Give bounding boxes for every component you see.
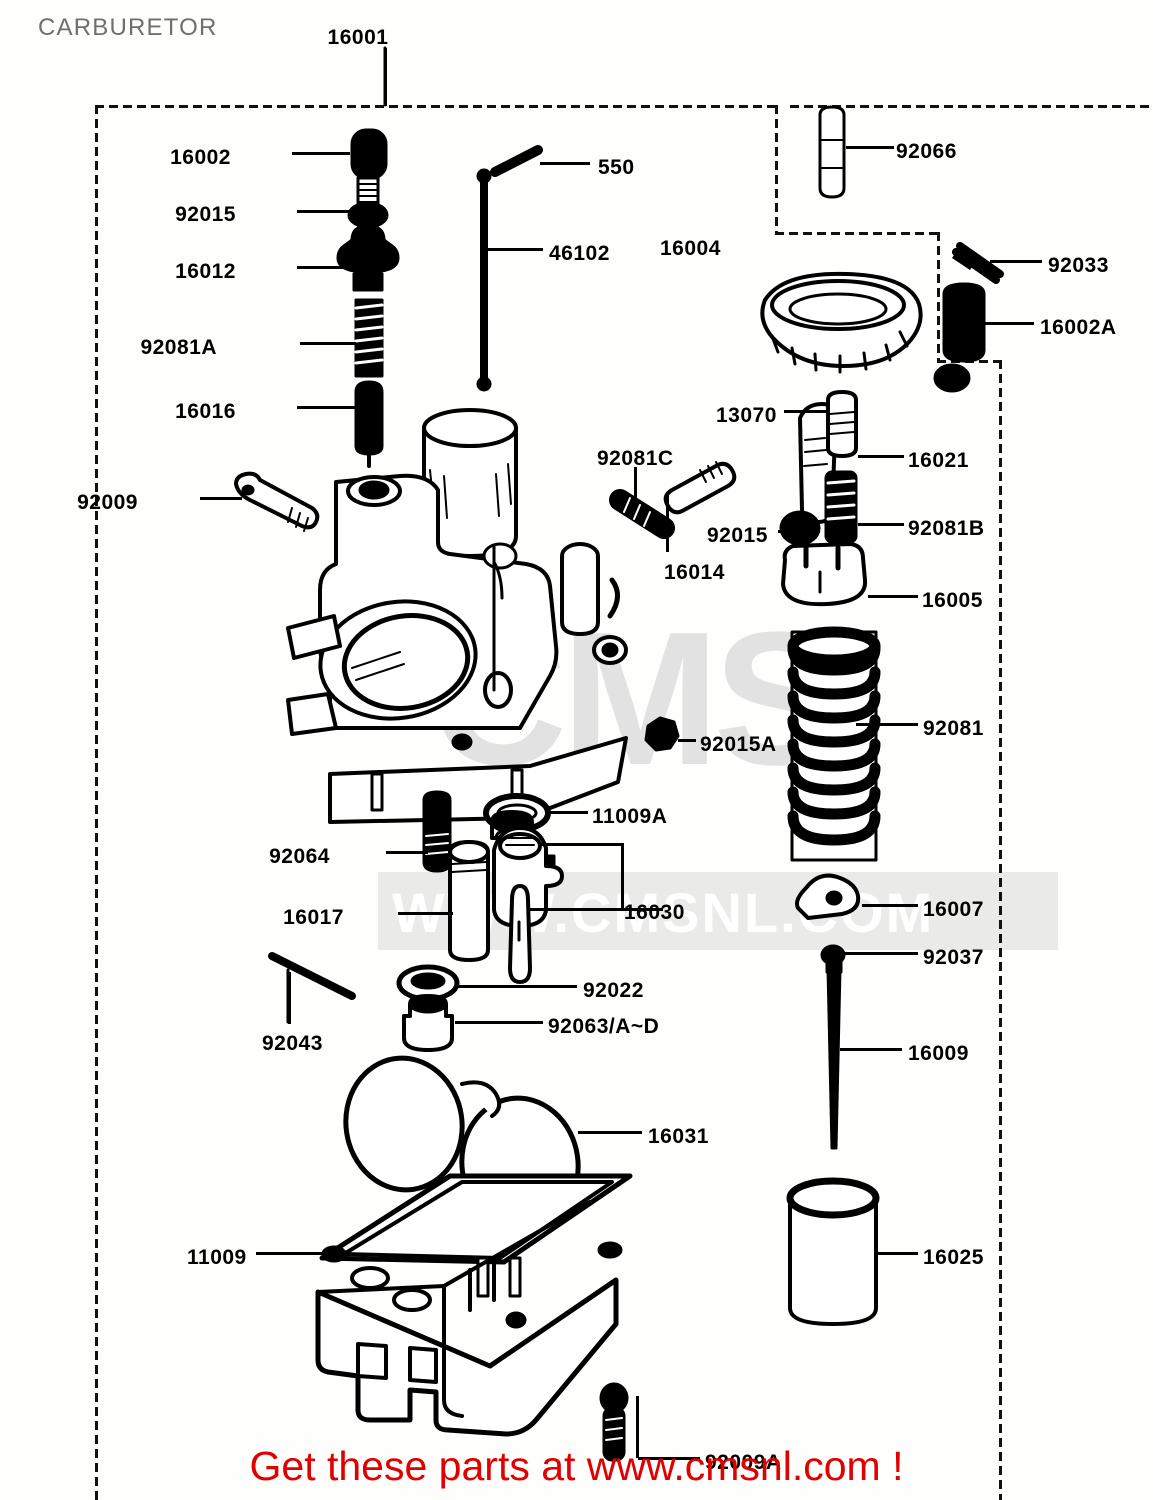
frame-left (95, 105, 98, 1500)
leader-92066 (846, 146, 894, 149)
leader-16030-v (621, 843, 624, 911)
part-label-92043: 92043 (262, 1032, 323, 1055)
leader-16007 (862, 904, 918, 907)
leader-92015mid (778, 530, 820, 533)
leader-16021 (858, 455, 904, 458)
part-label-92081B: 92081B (908, 517, 985, 540)
leader-16030-h1 (540, 843, 624, 846)
leader-92063 (455, 1021, 543, 1024)
promo-banner: Get these parts at www.cmsnl.com ! (249, 1443, 904, 1489)
frame-step-v2 (937, 232, 940, 362)
part-label-92064: 92064 (269, 845, 330, 868)
leader-16014-v (666, 494, 669, 552)
leader-92009A-v (636, 1396, 639, 1458)
part-label-16012: 16012 (175, 260, 236, 283)
leader-92081C-v (634, 467, 637, 505)
part-label-92009A: 92009A (705, 1451, 782, 1474)
leader-92015A (678, 739, 696, 742)
part-label-92081C: 92081C (597, 447, 674, 470)
page-title: CARBURETOR (38, 14, 218, 41)
part-label-11009A: 11009A (592, 805, 668, 828)
part-label-92009: 92009 (77, 491, 138, 514)
part-label-16005: 16005 (922, 589, 983, 612)
part-label-16016: 16016 (175, 400, 236, 423)
part-label-16025: 16025 (923, 1246, 984, 1269)
part-label-550: 550 (598, 156, 635, 179)
leader-550 (540, 162, 590, 165)
part-label-92066: 92066 (896, 140, 957, 163)
part-label-16001: 16001 (327, 26, 389, 49)
leader-16005 (868, 595, 918, 598)
part-label-92081A: 92081A (140, 336, 217, 359)
part-label-16017: 16017 (283, 906, 344, 929)
leader-46102 (485, 248, 543, 251)
part-label-16004: 16004 (660, 237, 721, 260)
leader-92009A (638, 1457, 700, 1460)
leader-16017 (398, 912, 453, 915)
part-label-92081: 92081 (923, 717, 984, 740)
part-label-16007: 16007 (923, 898, 984, 921)
leader-11009A (548, 811, 588, 814)
leader-13070 (784, 410, 826, 413)
leader-92015top (297, 210, 349, 213)
part-label-46102: 46102 (549, 242, 610, 265)
part-label-92022: 92022 (583, 979, 644, 1002)
leader-16016 (297, 406, 355, 409)
frame-top-right (790, 105, 1153, 108)
leader-16001-v (384, 48, 387, 106)
leader-92033 (990, 260, 1042, 263)
leader-92081A (300, 342, 356, 345)
part-label-16021: 16021 (908, 449, 969, 472)
part-label-92063AD: 92063/A~D (548, 1015, 660, 1038)
part-label-92015A: 92015A (700, 733, 777, 756)
frame-right (999, 360, 1002, 1500)
leader-92022 (455, 985, 577, 988)
leader-16025 (876, 1252, 918, 1255)
part-label-16002A: 16002A (1040, 316, 1117, 339)
part-label-92015-mid: 92015 (707, 524, 768, 547)
frame-step-h1 (775, 232, 940, 235)
frame-step-v1 (775, 105, 778, 235)
part-label-16014: 16014 (664, 561, 725, 584)
leader-92081B (858, 523, 904, 526)
leader-92009 (200, 497, 242, 500)
leader-92043-v (288, 972, 291, 1024)
leader-92064 (386, 851, 428, 854)
part-label-92033: 92033 (1048, 254, 1109, 277)
part-label-16030: 16030 (624, 901, 685, 924)
leader-16030-h3 (621, 908, 663, 911)
part-label-11009: 11009 (187, 1246, 247, 1269)
part-label-16002: 16002 (170, 146, 231, 169)
leader-16031 (578, 1131, 642, 1134)
leader-92037 (845, 952, 918, 955)
leader-16030-h2 (530, 908, 621, 911)
frame-top-left (95, 105, 775, 108)
leader-16002A (984, 322, 1034, 325)
part-label-13070: 13070 (716, 404, 777, 427)
leader-16009 (840, 1048, 902, 1051)
part-label-16031: 16031 (648, 1125, 709, 1148)
leader-92081 (856, 723, 918, 726)
part-label-92037: 92037 (923, 946, 984, 969)
part-label-92015-top: 92015 (175, 203, 236, 226)
leader-11009 (256, 1252, 324, 1255)
leader-16002 (292, 152, 350, 155)
part-label-16009: 16009 (908, 1042, 969, 1065)
leader-16012 (297, 266, 349, 269)
